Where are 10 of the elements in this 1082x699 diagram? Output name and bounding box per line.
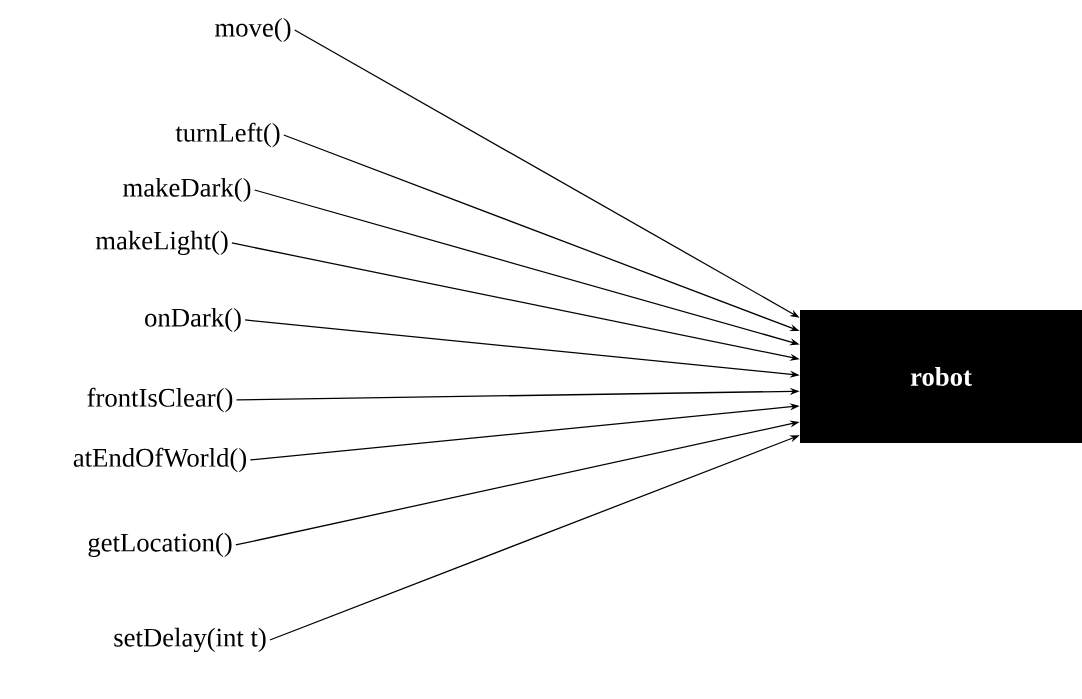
method-label: turnLeft() xyxy=(175,122,280,148)
method-label: makeLight() xyxy=(95,230,228,256)
method-label: onDark() xyxy=(145,307,241,333)
method-label: frontIsClear() xyxy=(87,387,233,413)
method-label: getLocation() xyxy=(88,532,232,558)
method-label: atEndOfWorld() xyxy=(73,447,247,473)
method-label: setDelay(int t) xyxy=(114,627,266,653)
robot-box: robot xyxy=(800,310,1082,443)
method-label: move() xyxy=(215,17,291,43)
method-label: makeDark() xyxy=(123,177,251,203)
